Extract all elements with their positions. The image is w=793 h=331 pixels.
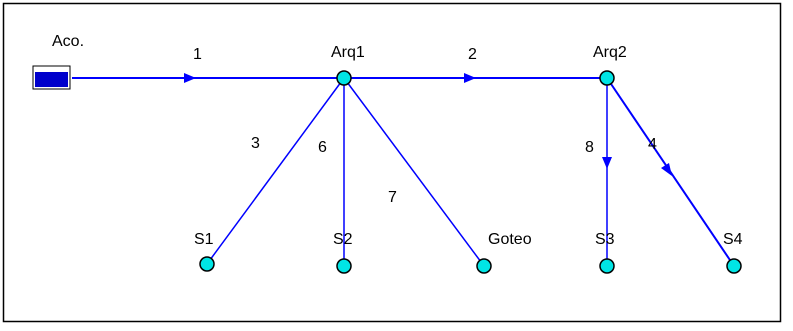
pipe-3[interactable] xyxy=(206,77,345,265)
junction-label-s1: S1 xyxy=(194,231,214,248)
junction-label-s4: S4 xyxy=(723,231,743,248)
pipe-label-1: 1 xyxy=(193,46,202,63)
flow-arrow-pipe-1 xyxy=(184,73,196,83)
flow-arrows-layer xyxy=(184,73,672,176)
pipe-label-3: 3 xyxy=(251,135,260,152)
junction-label-arq1: Arq1 xyxy=(331,44,365,61)
junction-label-goteo: Goteo xyxy=(488,231,532,248)
junction-s2[interactable] xyxy=(336,258,352,274)
junction-label-arq2: Arq2 xyxy=(593,44,627,61)
flow-arrow-pipe-8 xyxy=(602,157,612,169)
junctions-layer xyxy=(199,70,742,274)
node-labels-layer: Aco. Arq1 Arq2 S1 S2 Goteo S3 S4 xyxy=(52,33,743,248)
junction-label-s3: S3 xyxy=(595,231,615,248)
map-border xyxy=(2,2,782,323)
junction-goteo[interactable] xyxy=(476,258,492,274)
pipe-label-7: 7 xyxy=(388,189,397,206)
pipe-label-8: 8 xyxy=(585,139,594,156)
reservoir-icon xyxy=(35,72,68,87)
pipe-7[interactable] xyxy=(343,77,485,267)
junction-s4[interactable] xyxy=(726,258,742,274)
reservoir-aco[interactable] xyxy=(32,65,71,90)
junction-arq1[interactable] xyxy=(336,70,352,86)
reservoir-label: Aco. xyxy=(52,33,84,50)
junction-s3[interactable] xyxy=(599,258,615,274)
junction-s1[interactable] xyxy=(199,256,215,272)
junction-arq2[interactable] xyxy=(599,70,615,86)
flow-arrow-pipe-2 xyxy=(464,73,476,83)
pipe-label-4: 4 xyxy=(648,136,657,153)
flow-arrow-pipe-4 xyxy=(661,163,672,176)
pipe-label-6: 6 xyxy=(318,139,327,156)
pipe-labels-layer: 1 2 3 6 7 8 4 xyxy=(193,46,657,206)
junction-label-s2: S2 xyxy=(333,231,353,248)
pipes-layer xyxy=(72,77,735,267)
pipe-label-2: 2 xyxy=(468,46,477,63)
